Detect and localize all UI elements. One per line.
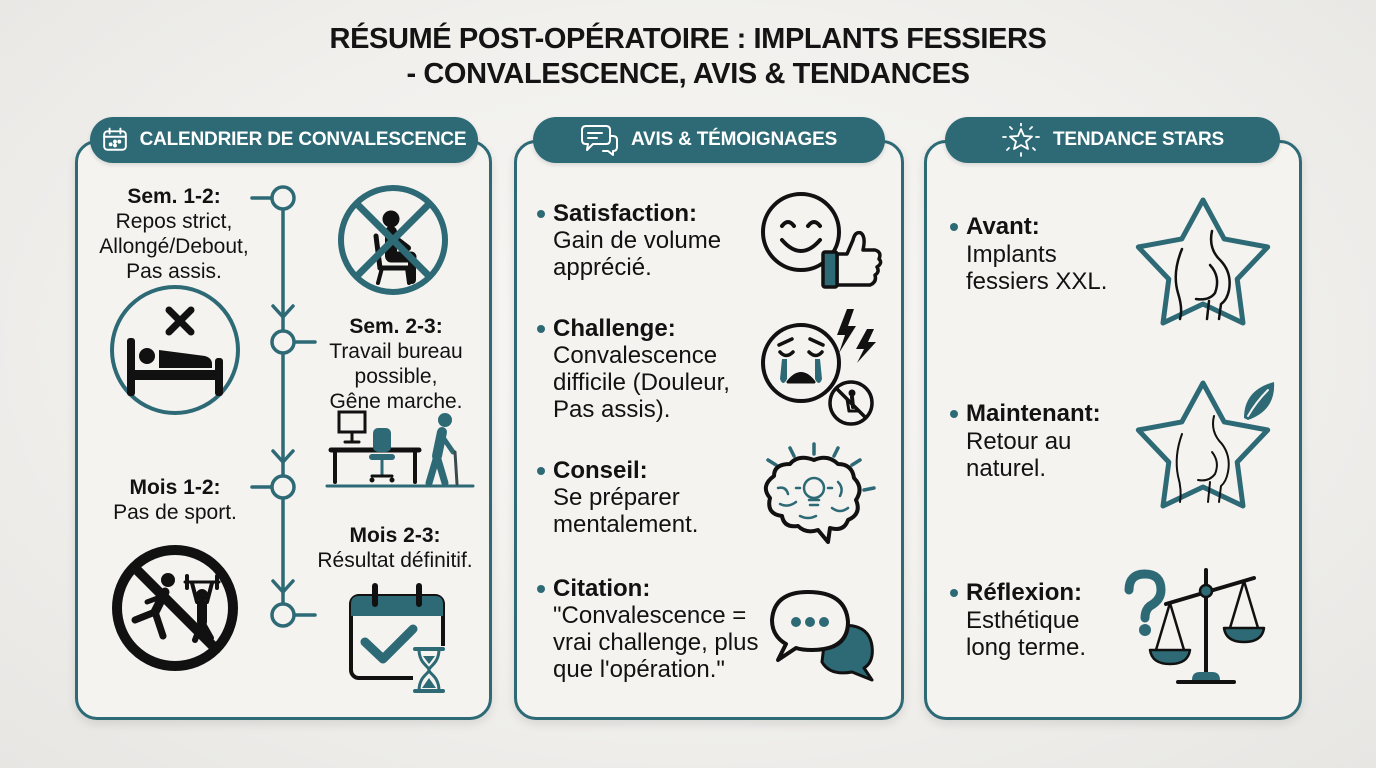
item-text: long terme. [966, 634, 1087, 661]
trends-panel [924, 140, 1302, 720]
item-label: Conseil: [553, 457, 648, 484]
review-item-quote: Citation: "Convalescence = vrai challeng… [537, 575, 758, 683]
item-text: fessiers XXL. [966, 268, 1108, 295]
item-text: Se préparer [553, 484, 680, 511]
brain-lightbulb-icon [763, 442, 876, 544]
no-sport-icon [112, 545, 238, 671]
no-sitting-icon [338, 185, 448, 295]
step-text: Allongé/Debout, [99, 235, 249, 258]
item-text: difficile (Douleur, [553, 369, 730, 396]
trend-item-before: Avant: Implants fessiers XXL. [950, 213, 1107, 296]
bullet [537, 585, 545, 593]
step-text: Travail bureau [329, 340, 463, 363]
item-text: vrai challenge, plus [553, 629, 759, 656]
step-label: Sem. 1-2: [127, 185, 221, 208]
timeline [250, 185, 317, 628]
timeline-step-month-2-3: Mois 2-3: Résultat définitif. [305, 523, 485, 573]
item-label: Challenge: [553, 315, 676, 342]
bullet [537, 325, 545, 333]
bullet [950, 589, 958, 597]
speech-bubbles-icon [770, 590, 874, 682]
item-text: Convalescence [553, 342, 718, 369]
bullet [537, 467, 545, 475]
timeline-step-week-1-2: Sem. 1-2: Repos strict, Allongé/Debout, … [88, 184, 260, 284]
item-label: Satisfaction: [553, 200, 698, 227]
question-scales-icon [1124, 568, 1266, 684]
item-text: mentalement. [553, 511, 699, 538]
calendar-check-hourglass-icon [349, 583, 447, 694]
timeline-step-week-2-3: Sem. 2-3: Travail bureau possible, Gêne … [316, 314, 476, 414]
review-item-satisfaction: Satisfaction: Gain de volume apprécié. [537, 200, 721, 281]
item-label: Maintenant: [966, 400, 1101, 427]
reviews-panel-title: AVIS & TÉMOIGNAGES [630, 129, 838, 150]
step-text: Repos strict, [115, 210, 233, 233]
crying-face-pain-icon [761, 309, 876, 426]
bullet [537, 210, 545, 218]
item-label: Réflexion: [966, 579, 1083, 606]
trends-panel-header: TENDANCE STARS [945, 117, 1280, 163]
item-text: naturel. [966, 455, 1047, 482]
bullet [950, 223, 958, 231]
office-desk-walking-icon [325, 410, 475, 488]
star-silhouette-icon [1135, 197, 1271, 326]
calendar-panel-title: CALENDRIER DE CONVALESCENCE [139, 129, 467, 150]
sparkle-star-icon [1002, 123, 1040, 157]
calendar-icon [102, 127, 127, 151]
step-label: Sem. 2-3: [349, 315, 443, 338]
item-text: "Convalescence = [553, 602, 747, 629]
bullet [950, 410, 958, 418]
item-text: Esthétique [966, 606, 1080, 634]
star-silhouette-leaf-icon [1135, 380, 1275, 509]
step-text: Gêne marche. [329, 390, 463, 413]
chat-bubbles-icon [580, 125, 618, 156]
step-label: Mois 1-2: [129, 476, 221, 499]
item-text: apprécié. [553, 254, 652, 281]
item-text: Retour au [966, 427, 1072, 455]
step-text: Résultat définitif. [317, 549, 473, 572]
step-text: Pas assis. [126, 260, 222, 283]
item-label: Citation: [553, 575, 651, 602]
bed-rest-icon [110, 285, 240, 415]
calendar-panel-header: CALENDRIER DE CONVALESCENCE [90, 117, 478, 163]
reviews-panel-header: AVIS & TÉMOIGNAGES [533, 117, 885, 163]
item-text: Gain de volume [553, 227, 722, 254]
item-text: que l'opération." [553, 656, 725, 683]
page-title: RÉSUMÉ POST-OPÉRATOIRE : IMPLANTS FESSIE… [0, 22, 1376, 92]
item-text: Implants [966, 240, 1057, 268]
trends-panel-title: TENDANCE STARS [1052, 129, 1225, 150]
item-label: Avant: [966, 213, 1040, 240]
page-title-line-2: - CONVALESCENCE, AVIS & TENDANCES [406, 58, 970, 90]
step-text: possible, [354, 365, 438, 388]
timeline-step-month-1-2: Mois 1-2: Pas de sport. [90, 475, 260, 525]
review-item-advice: Conseil: Se préparer mentalement. [537, 457, 698, 538]
item-text: Pas assis). [553, 396, 671, 423]
trend-item-reflection: Réflexion: Esthétique long terme. [950, 579, 1086, 662]
smiley-thumbs-up-icon [761, 192, 883, 289]
review-item-challenge: Challenge: Convalescence difficile (Doul… [537, 315, 730, 423]
step-label: Mois 2-3: [349, 524, 441, 547]
step-text: Pas de sport. [113, 501, 237, 524]
page-title-line-1: RÉSUMÉ POST-OPÉRATOIRE : IMPLANTS FESSIE… [329, 23, 1047, 55]
trend-item-now: Maintenant: Retour au naturel. [950, 400, 1101, 483]
